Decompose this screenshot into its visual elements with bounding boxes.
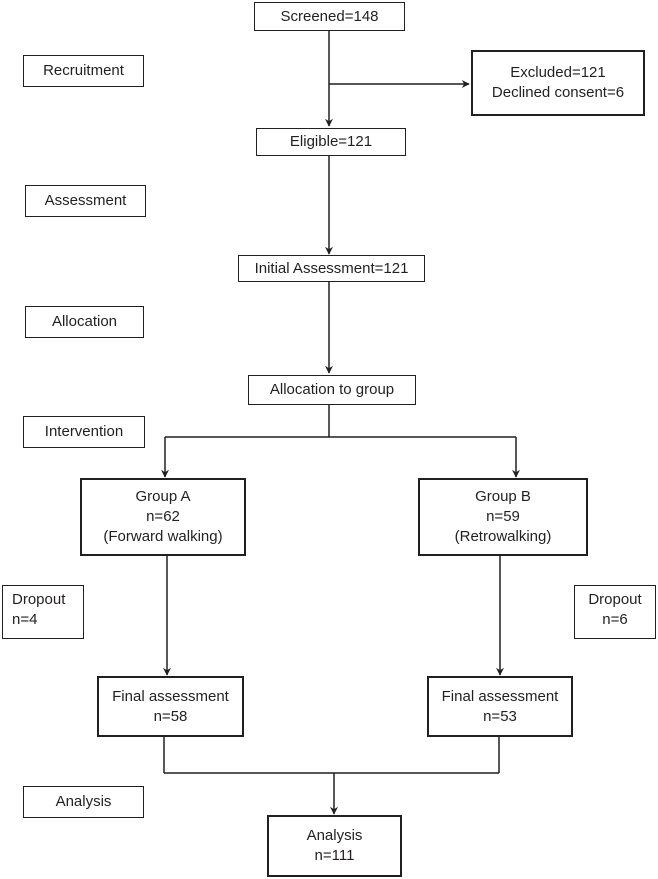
group-b-desc: (Retrowalking)	[454, 528, 552, 545]
allocation-label: Allocation to group	[269, 381, 395, 398]
eligible-box: Eligible=121	[256, 128, 406, 156]
stage-label: Intervention	[44, 423, 124, 440]
screened-label: Screened=148	[280, 7, 379, 25]
dropout-a-box: Dropout n=4	[2, 585, 84, 639]
dropout-b-n: n=6	[602, 611, 628, 628]
analysis-n: n=111	[314, 847, 355, 864]
excluded-label: Excluded=121	[510, 64, 606, 81]
dropout-b-box: Dropout n=6	[574, 585, 656, 639]
final-a-title: Final assessment	[112, 687, 229, 705]
analysis-box: Analysis n=111	[267, 815, 402, 877]
stage-label: Recruitment	[43, 62, 124, 79]
declined-consent-label: Declined consent=6	[491, 84, 625, 101]
stage-intervention: Intervention	[23, 416, 145, 448]
group-b-title: Group B	[475, 488, 531, 505]
final-b-n: n=53	[483, 707, 517, 725]
final-b-box: Final assessment n=53	[427, 676, 573, 737]
excluded-box: Excluded=121 Declined consent=6	[471, 50, 645, 116]
dropout-b-title: Dropout	[588, 591, 642, 608]
dropout-a-title: Dropout	[12, 591, 66, 608]
final-a-box: Final assessment n=58	[97, 676, 244, 737]
stage-label: Analysis	[55, 793, 112, 810]
group-a-title: Group A	[135, 488, 191, 505]
initial-assessment-label: Initial Assessment=121	[254, 259, 409, 277]
stage-label: Allocation	[51, 313, 118, 330]
group-a-n: n=62	[146, 508, 180, 525]
dropout-a-n: n=4	[12, 611, 38, 628]
stage-recruitment: Recruitment	[23, 55, 144, 87]
stage-assessment: Assessment	[25, 185, 146, 217]
group-b-box: Group B n=59 (Retrowalking)	[418, 478, 588, 556]
group-a-desc: (Forward walking)	[103, 528, 223, 545]
initial-assessment-box: Initial Assessment=121	[238, 255, 425, 282]
stage-analysis: Analysis	[23, 786, 144, 818]
group-b-n: n=59	[486, 508, 520, 525]
analysis-title: Analysis	[306, 827, 363, 844]
stage-label: Assessment	[44, 192, 127, 209]
allocation-box: Allocation to group	[248, 375, 416, 405]
final-a-n: n=58	[153, 707, 188, 725]
eligible-label: Eligible=121	[289, 133, 373, 150]
final-b-title: Final assessment	[441, 687, 559, 705]
stage-allocation: Allocation	[25, 306, 144, 338]
group-a-box: Group A n=62 (Forward walking)	[80, 478, 246, 556]
screened-box: Screened=148	[254, 2, 405, 31]
